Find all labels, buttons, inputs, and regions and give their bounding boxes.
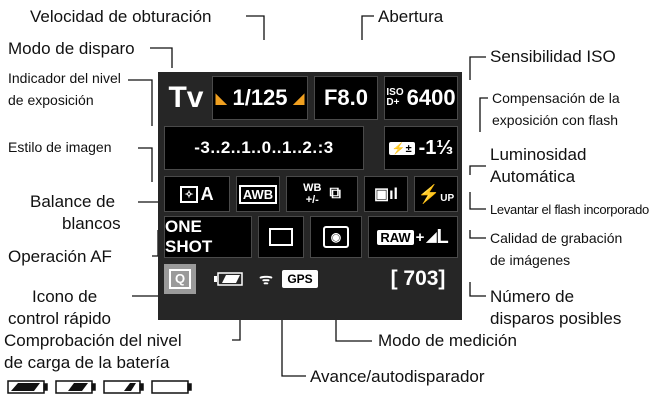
label-shutter-speed: Velocidad de obturación <box>30 7 212 26</box>
wb-bracket-icon: ⧉ <box>329 185 341 202</box>
label-picture-style: Estilo de imagen <box>8 139 112 155</box>
battery-levels-icon <box>7 380 192 394</box>
iso-icon: ISO D+ <box>386 88 403 108</box>
label-drive-mode: Avance/autodisparador <box>310 367 485 386</box>
iso-icon-bottom: D+ <box>386 97 400 108</box>
drive-mode[interactable] <box>258 216 304 258</box>
battery-icon <box>214 272 243 286</box>
label-quick-control-2: control rápido <box>8 309 112 328</box>
label-metering-mode: Modo de medición <box>378 331 517 350</box>
label-iso: Sensibilidad ISO <box>490 47 616 66</box>
dial-right-icon: ◢ <box>293 89 305 106</box>
picture-style-icon: ✧ <box>180 185 198 203</box>
shutter-speed-value[interactable]: ◣ 1/125 ◢ <box>212 76 308 120</box>
single-shot-icon <box>269 228 293 246</box>
iso-number: 6400 <box>406 85 456 110</box>
iso-icon-top: ISO <box>386 87 404 98</box>
exposure-level-indicator[interactable]: -3..2..1..0..1..2.:3 <box>164 126 364 170</box>
metering-mode[interactable]: ◉ <box>310 216 362 258</box>
evaluative-metering-icon: ◉ <box>323 226 349 248</box>
picture-style-value: A <box>200 183 214 204</box>
label-af-operation: Operación AF <box>8 247 112 266</box>
label-image-quality-1: Calidad de grabación <box>490 230 623 246</box>
auto-lighting-icon: ▣ıl <box>373 186 398 203</box>
label-white-balance-1: Balance de <box>30 192 116 211</box>
exposure-scale-text: -3..2..1..0..1..2.:3 <box>194 138 334 157</box>
label-exposure-indicator-2: de exposición <box>8 92 94 108</box>
label-image-quality-2: de imágenes <box>490 252 571 268</box>
image-quality[interactable]: RAW + ◢ L <box>368 216 458 258</box>
quality-size: L <box>436 225 449 248</box>
quality-plus: + <box>415 228 425 246</box>
dial-left-icon: ◣ <box>215 89 227 106</box>
gps-badge: GPS <box>282 270 318 288</box>
label-flash-comp-2: exposición con flash <box>492 112 619 128</box>
camera-quick-control-screen: Tv ◣ 1/125 ◢ F8.0 ISO D+ 6400 -3..2..1..… <box>158 72 462 320</box>
picture-style[interactable]: ✧ A <box>164 176 230 212</box>
label-shots-remaining-2: disparos posibles <box>490 309 622 328</box>
label-shots-remaining-1: Número de <box>490 287 575 306</box>
label-quick-control-1: Icono de <box>32 287 98 306</box>
shooting-mode-value[interactable]: Tv <box>168 81 204 114</box>
white-balance-shift[interactable]: WB +/- ⧉ <box>286 176 358 212</box>
label-raise-flash: Levantar el flash incorporado <box>490 202 649 217</box>
flash-icon: ⚡ <box>417 183 441 204</box>
flash-up-text: UP <box>440 192 455 204</box>
label-exposure-indicator-1: Indicador del nivel <box>8 70 121 86</box>
raise-flash-button[interactable]: ⚡ UP <box>414 176 458 212</box>
flash-exposure-compensation[interactable]: ⚡± -1⅓ <box>384 126 458 170</box>
wb-shift-bottom: +/- <box>305 194 319 206</box>
label-battery-check-2: de carga de la batería <box>4 353 170 372</box>
flash-comp-icon: ⚡± <box>388 141 415 155</box>
auto-lighting-optimizer[interactable]: ▣ıl <box>364 176 408 212</box>
wb-shift-icon: WB +/- <box>303 182 321 206</box>
label-aperture: Abertura <box>378 7 444 26</box>
label-flash-comp-1: Compensación de la <box>492 90 620 106</box>
iso-value[interactable]: ISO D+ 6400 <box>384 76 458 120</box>
white-balance-value: AWB <box>238 184 278 204</box>
battery-level <box>212 268 246 290</box>
label-auto-lighting-1: Luminosidad <box>490 145 587 164</box>
white-balance[interactable]: AWB <box>236 176 280 212</box>
wifi-icon: ᯤ <box>259 271 273 288</box>
jpeg-quality-icon: ◢ <box>426 229 437 244</box>
af-operation[interactable]: ONE SHOT <box>164 216 252 258</box>
label-shooting-mode: Modo de disparo <box>8 39 135 58</box>
quick-control-icon: Q <box>168 269 192 289</box>
quick-control-button[interactable]: Q <box>164 264 196 294</box>
label-battery-check-1: Comprobación del nivel <box>4 331 182 350</box>
shots-remaining: [ 703] <box>390 267 446 290</box>
label-auto-lighting-2: Automática <box>490 167 576 186</box>
raw-badge: RAW <box>377 229 414 245</box>
shutter-speed-text: 1/125 <box>232 85 288 110</box>
wb-shift-top: WB <box>303 182 322 194</box>
aperture-value[interactable]: F8.0 <box>314 76 378 120</box>
flash-comp-value: -1⅓ <box>418 136 454 159</box>
label-white-balance-2: blancos <box>62 214 121 233</box>
